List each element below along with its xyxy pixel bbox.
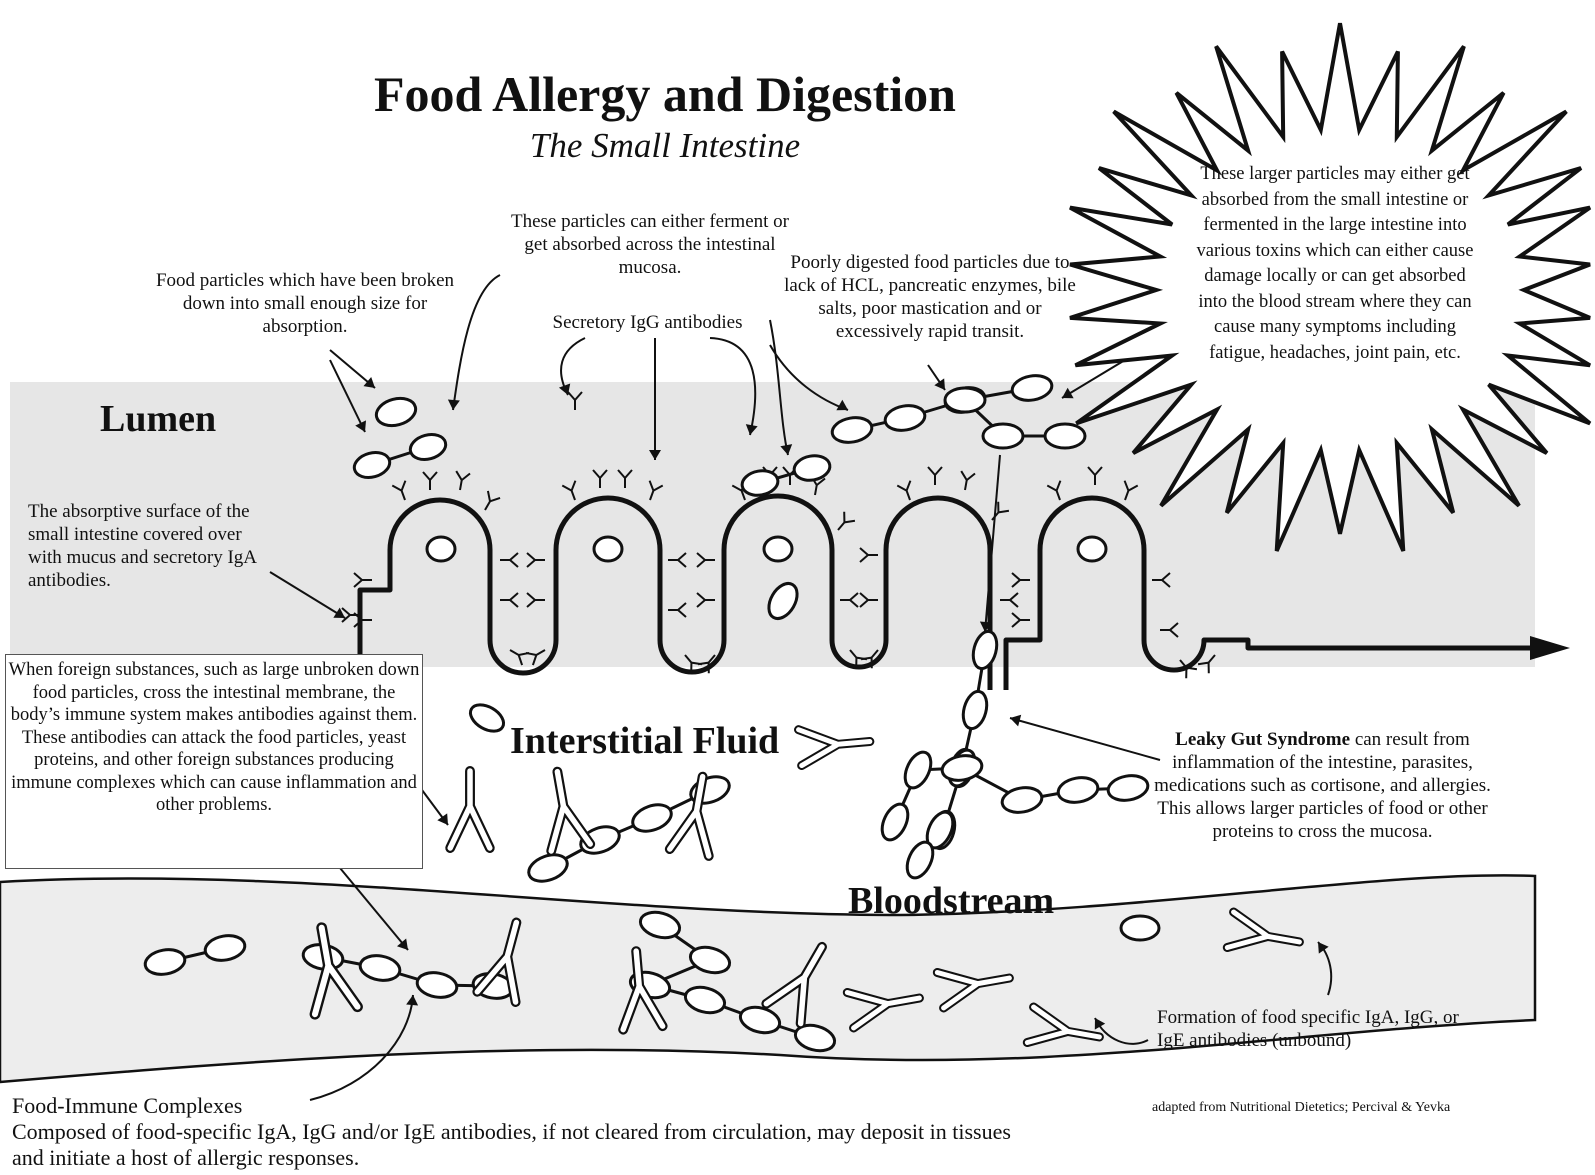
credit-line: adapted from Nutritional Dietetics; Perc… xyxy=(1152,1100,1450,1116)
label-interstitial-fluid: Interstitial Fluid xyxy=(510,720,779,762)
note-larger-particles: These larger particles may either get ab… xyxy=(1195,162,1475,366)
villus-cell xyxy=(764,537,792,561)
food-particle-icon xyxy=(877,800,913,844)
arrowhead-icon xyxy=(437,813,453,828)
food-particle-icon xyxy=(1121,916,1159,940)
food-particle-icon xyxy=(1045,424,1085,448)
food-particle-icon xyxy=(466,699,508,736)
label-lumen: Lumen xyxy=(100,398,216,440)
food-particle-icon xyxy=(525,850,571,886)
note-food-particles: Food particles which have been broken do… xyxy=(155,269,455,338)
food-particle-icon xyxy=(1056,775,1100,806)
food-particle-icon xyxy=(1000,785,1044,816)
note-secretory-igg: Secretory IgG antibodies xyxy=(525,311,770,334)
antibody-outline-icon xyxy=(450,771,490,848)
food-particle-icon xyxy=(983,424,1023,448)
outflow-arrowhead-icon xyxy=(1530,636,1570,660)
villus-cell xyxy=(1078,537,1106,561)
note-formation: Formation of food specific IgA, IgG, or … xyxy=(1157,1006,1487,1052)
note-complexes-body: Composed of food-specific IgA, IgG and/o… xyxy=(12,1119,1022,1171)
note-ferment-absorb: These particles can either ferment or ge… xyxy=(510,210,790,279)
food-particle-icon xyxy=(900,748,936,792)
food-particle-icon xyxy=(945,388,985,412)
note-foreign-substances: When foreign substances, such as large u… xyxy=(5,654,423,869)
arrowhead-icon xyxy=(1008,712,1021,726)
leaky-gut-title: Leaky Gut Syndrome xyxy=(1175,729,1350,750)
page-subtitle: The Small Intestine xyxy=(380,126,950,166)
villus-cell xyxy=(427,537,455,561)
note-leaky-gut: Leaky Gut Syndrome can result from infla… xyxy=(1150,728,1495,843)
note-poorly-digested: Poorly digested food particles due to la… xyxy=(780,251,1080,343)
note-complexes-title: Food-Immune Complexes xyxy=(12,1093,242,1119)
annotation-arrow xyxy=(1010,718,1160,760)
villus-cell xyxy=(594,537,622,561)
food-particle-icon xyxy=(959,689,990,731)
note-absorptive-surface: The absorptive surface of the small inte… xyxy=(28,500,278,592)
label-bloodstream: Bloodstream xyxy=(848,880,1054,922)
page-title: Food Allergy and Digestion xyxy=(280,66,1050,122)
food-particle-icon xyxy=(629,800,675,836)
food-particle-icon xyxy=(940,753,984,784)
food-particle-icon xyxy=(1106,773,1150,804)
